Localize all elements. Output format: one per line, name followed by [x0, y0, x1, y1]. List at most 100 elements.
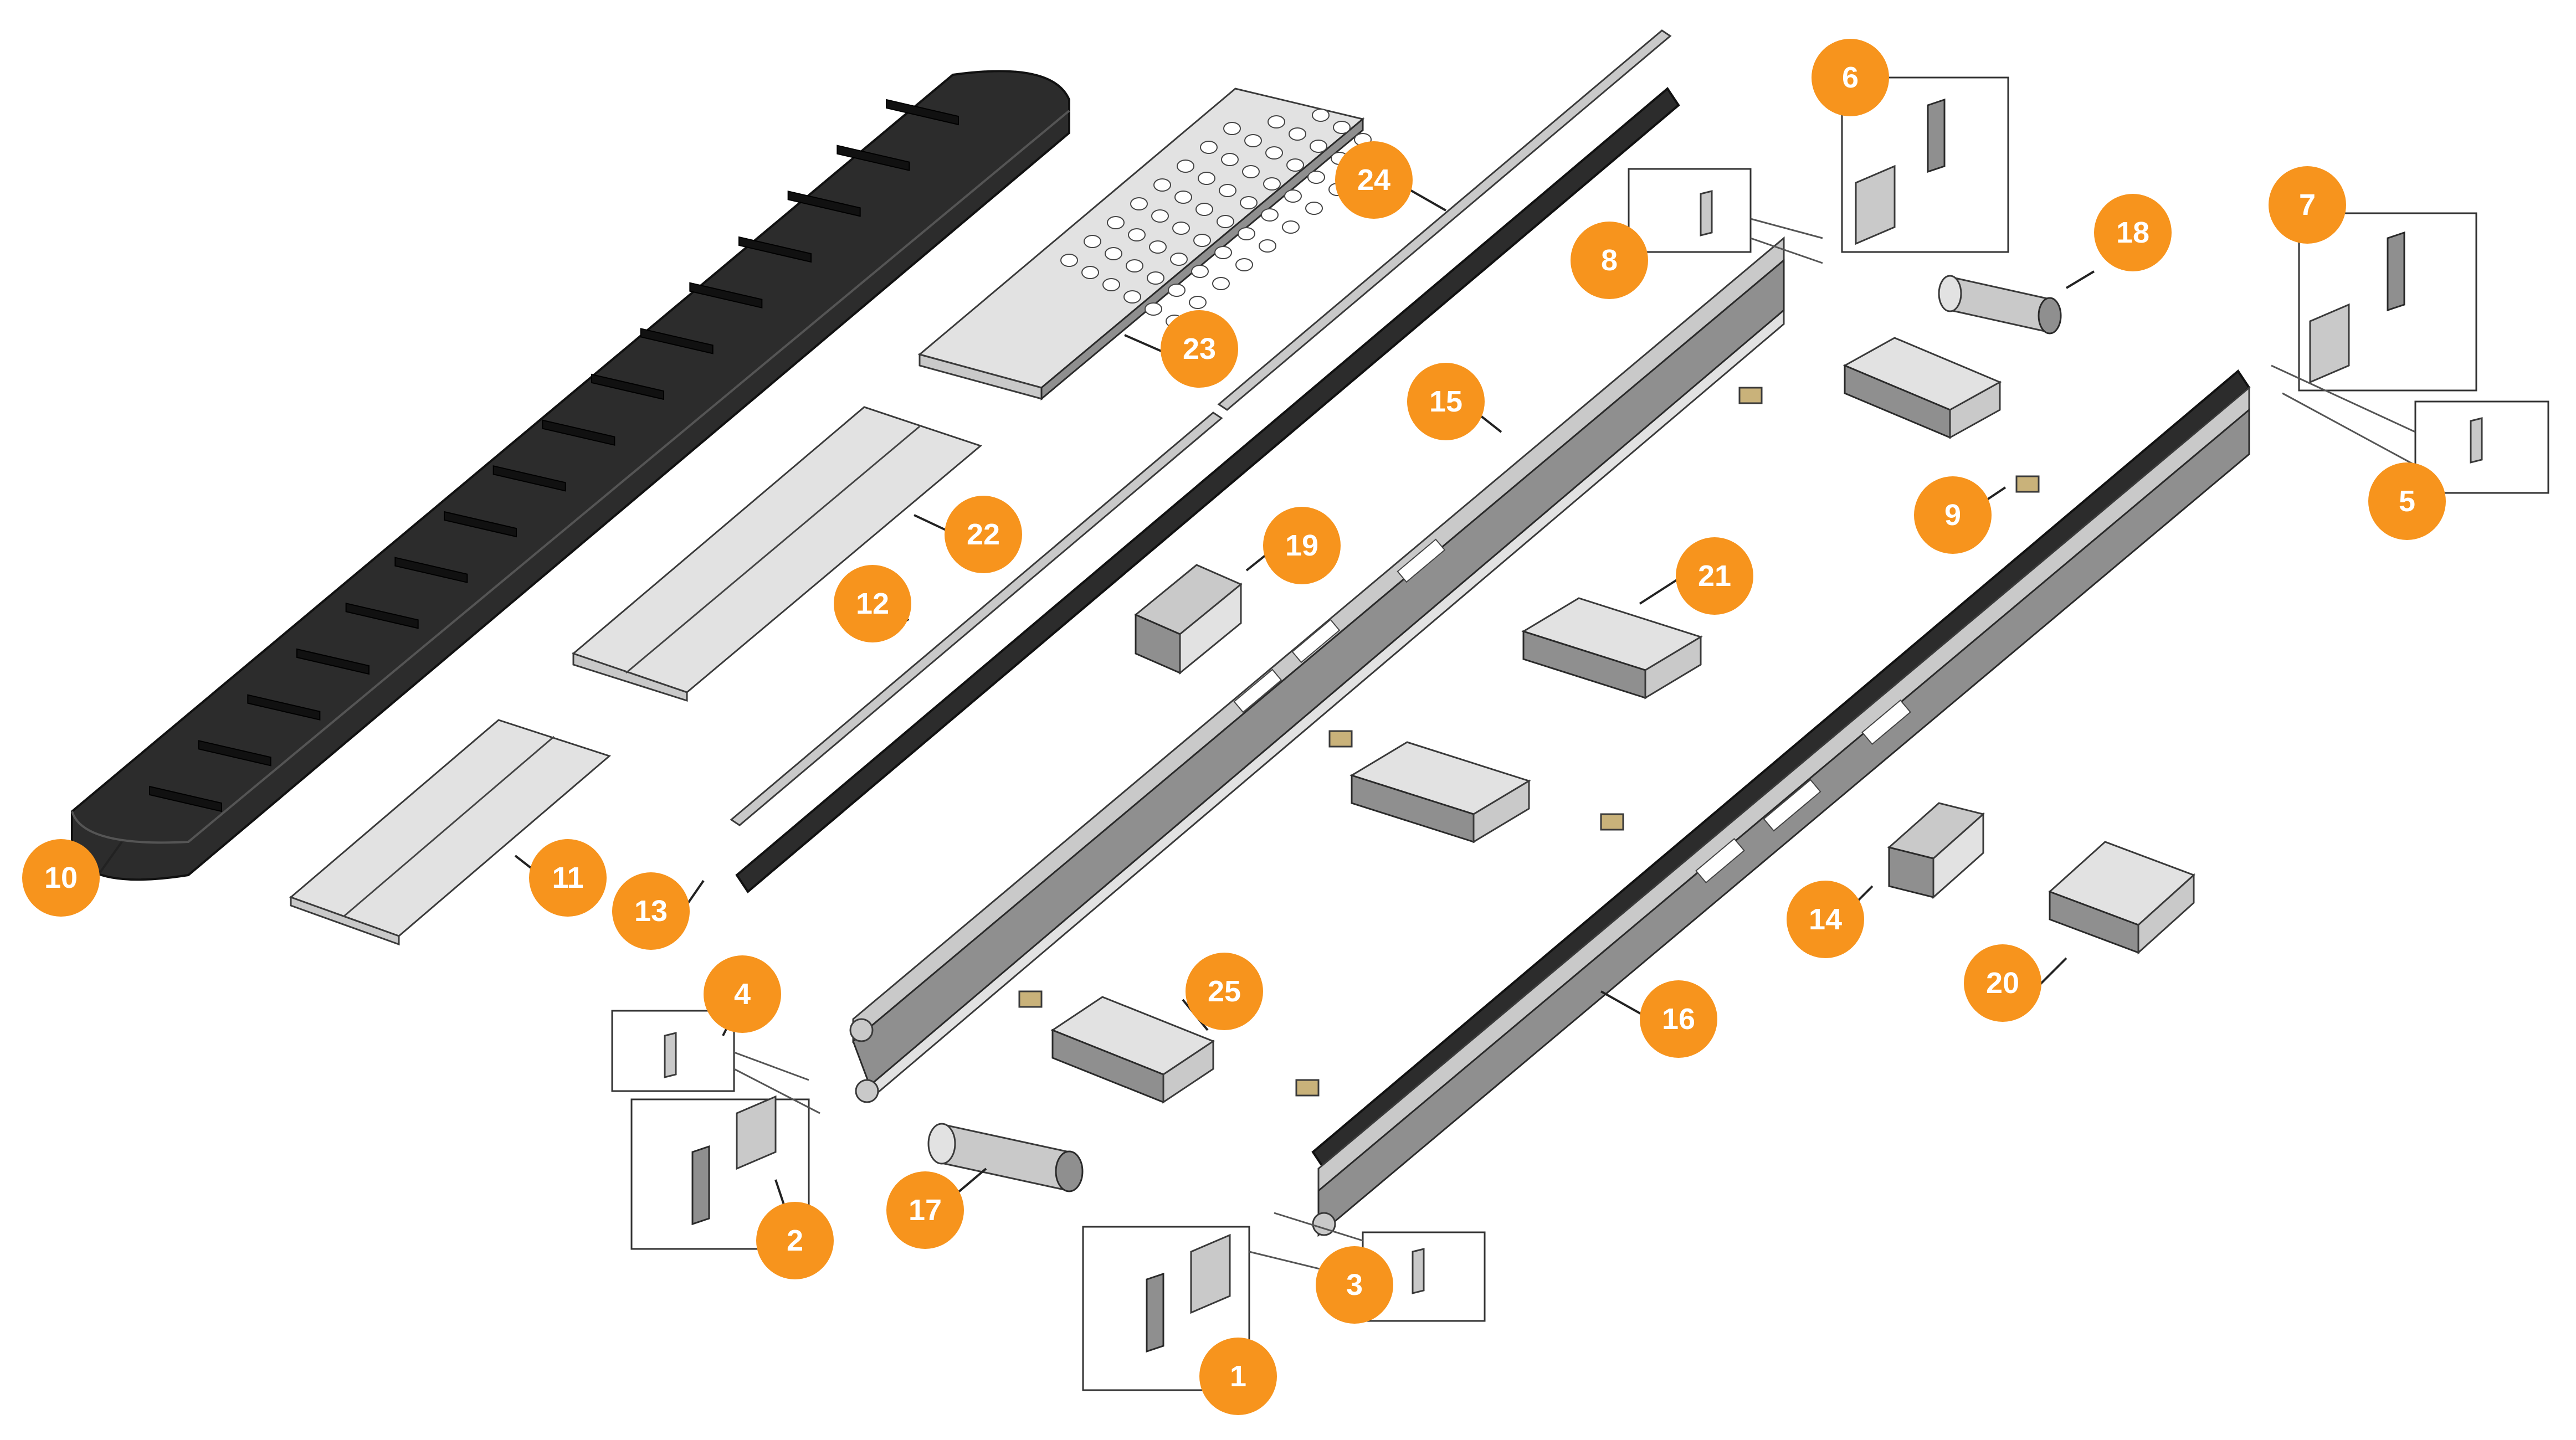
callout-23-label: 23 [1183, 332, 1216, 366]
callout-16: 16 [1640, 980, 1717, 1058]
perforation-hole [1060, 254, 1078, 267]
perforation-hole [1312, 109, 1330, 122]
callout-10: 10 [22, 839, 100, 917]
callout-13: 13 [612, 872, 690, 950]
callout-16-label: 16 [1662, 1002, 1695, 1036]
callout-13-label: 13 [634, 894, 668, 928]
perforation-hole [1149, 240, 1167, 254]
perforation-hole [1238, 227, 1255, 240]
belt-slat [542, 419, 615, 446]
perforation-hole [1170, 253, 1188, 266]
callout-5: 5 [2368, 462, 2446, 540]
perforation-hole [1259, 239, 1276, 253]
belt-slat [689, 282, 763, 308]
perforation-hole [1219, 184, 1236, 197]
callout-6-label: 6 [1842, 61, 1859, 94]
belt-slats [149, 99, 959, 812]
callout-21: 21 [1676, 537, 1753, 615]
callout-25: 25 [1186, 953, 1263, 1030]
callout-7: 7 [2269, 166, 2346, 244]
perforation-hole [1265, 146, 1283, 160]
perforation-hole [1244, 134, 1262, 147]
perforation-hole [1289, 127, 1306, 141]
perforation-hole [1195, 203, 1213, 216]
callout-14-label: 14 [1809, 903, 1842, 936]
rail-strip-top [1217, 29, 1672, 411]
perforation-hole [1212, 277, 1230, 290]
callout-18-label: 18 [2116, 216, 2149, 249]
perforation-hole [1261, 208, 1279, 222]
belt-slat [492, 465, 566, 492]
drive-roller [1938, 275, 2062, 335]
callout-9: 9 [1914, 476, 1992, 554]
belt-slat [394, 557, 468, 583]
hardware-kits [611, 76, 2549, 1391]
callout-19-label: 19 [1285, 529, 1318, 562]
callout-6: 6 [1812, 39, 1889, 116]
belt-slat [787, 191, 861, 217]
crossmember-25 [1050, 996, 1215, 1104]
crossmember-box-14 [1887, 802, 1985, 899]
callout-24: 24 [1335, 141, 1413, 219]
callout-18: 18 [2094, 194, 2172, 271]
callout-14: 14 [1787, 881, 1864, 958]
side-chute-lower [289, 719, 612, 946]
frame-rail-left [849, 236, 1785, 1103]
mounting-brackets [1018, 387, 2040, 1097]
callout-1: 1 [1199, 1338, 1277, 1415]
perforation-hole [1193, 234, 1211, 247]
callout-21-label: 21 [1698, 559, 1731, 593]
callout-11: 11 [529, 839, 607, 917]
belt-slat [837, 145, 910, 171]
perforation-hole [1130, 197, 1148, 210]
belt-slat [640, 328, 714, 354]
perforation-hole [1305, 202, 1323, 215]
belt-slat [198, 740, 271, 767]
perforation-hole [1177, 160, 1194, 173]
callout-2: 2 [756, 1202, 834, 1279]
perforation-hole [1174, 191, 1192, 204]
perforation-hole [1268, 115, 1285, 128]
callout-25-label: 25 [1208, 975, 1241, 1008]
perforation-hole [1307, 171, 1325, 184]
callout-2-label: 2 [787, 1224, 803, 1257]
callout-9-label: 9 [1944, 498, 1961, 532]
perforation-hole [1286, 158, 1304, 172]
perforation-hole [1235, 258, 1253, 271]
crossmember-middle [1349, 741, 1531, 844]
callout-8: 8 [1571, 222, 1648, 299]
callout-4-label: 4 [734, 978, 751, 1011]
perforation-hole [1102, 278, 1120, 291]
belt-slat [738, 236, 812, 263]
perforation-hole [1147, 271, 1164, 285]
callout-1-label: 1 [1230, 1360, 1246, 1393]
callout-11-label: 11 [552, 861, 583, 894]
perforated-cover [917, 88, 1393, 401]
belt-slat [149, 785, 222, 812]
callout-22: 22 [945, 496, 1022, 573]
belt-slat [345, 603, 419, 629]
perforation-hole [1282, 220, 1300, 234]
idler-roller [927, 1123, 1084, 1192]
callout-5-label: 5 [2399, 485, 2415, 518]
callout-markers: 1 2 3 4 5 6 7 8 9 10 11 12 13 14 15 16 1… [22, 39, 2446, 1415]
control-box [2048, 841, 2195, 955]
assembly-guide-lines [733, 218, 2416, 1280]
callout-3: 3 [1316, 1246, 1393, 1324]
perforation-hole [1081, 266, 1099, 279]
perforation-hole [1217, 215, 1234, 228]
callout-15-label: 15 [1429, 385, 1463, 418]
perforation-hole [1200, 141, 1218, 154]
callout-23: 23 [1161, 310, 1238, 388]
callout-19: 19 [1263, 507, 1341, 584]
callout-22-label: 22 [967, 518, 1000, 551]
perforation-hole [1107, 216, 1125, 229]
belt-slat [444, 511, 517, 538]
callout-24-label: 24 [1357, 163, 1390, 197]
crossmember-21 [1521, 597, 1703, 700]
callout-15: 15 [1407, 363, 1485, 440]
perforation-hole [1128, 228, 1146, 241]
callout-17-label: 17 [909, 1194, 942, 1227]
perforation-hole [1198, 172, 1215, 185]
